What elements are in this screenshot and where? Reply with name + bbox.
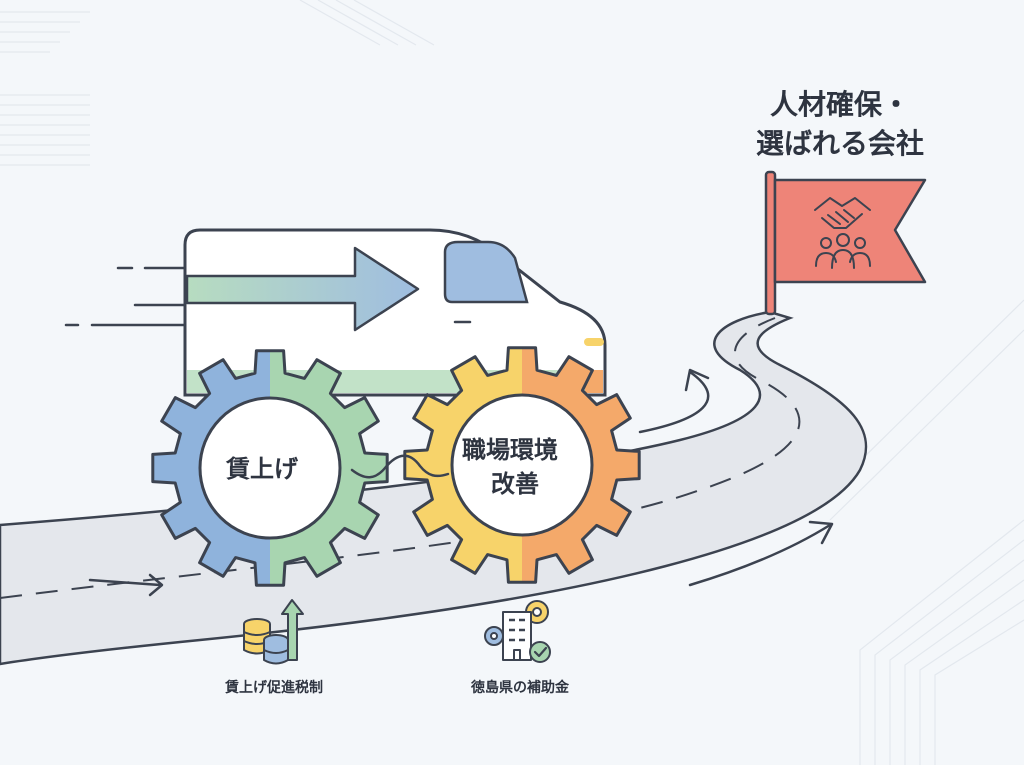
building-gear-check-icon: [484, 600, 551, 663]
road-arrow-bottom: [88, 573, 164, 597]
progress-arrow: [185, 246, 420, 332]
goal-title-line1: 人材確保・: [770, 88, 910, 121]
support-label-subsidy: 徳島県の補助金: [470, 679, 570, 696]
gear-workplace-improvement: [403, 346, 641, 584]
road-arrow-right: [688, 520, 834, 587]
gear-left-label: 賃上げ: [225, 455, 299, 483]
gear-wage-increase: [151, 349, 389, 587]
gear-right-label-line1: 職場環境: [462, 436, 558, 464]
gear-right-label-line2: 改善: [491, 470, 539, 498]
handshake-team-icon: [814, 197, 871, 269]
coins-growth-icon: [243, 599, 304, 665]
gear-left-hub: [198, 396, 342, 540]
goal-flag: [764, 170, 927, 316]
support-label-tax: 賃上げ促進税制: [224, 679, 323, 696]
gear-connector: [350, 454, 450, 479]
road-arrow-up: [638, 368, 710, 434]
goal-title-line2: 選ばれる会社: [756, 127, 924, 160]
gear-right-hub: [450, 393, 594, 537]
